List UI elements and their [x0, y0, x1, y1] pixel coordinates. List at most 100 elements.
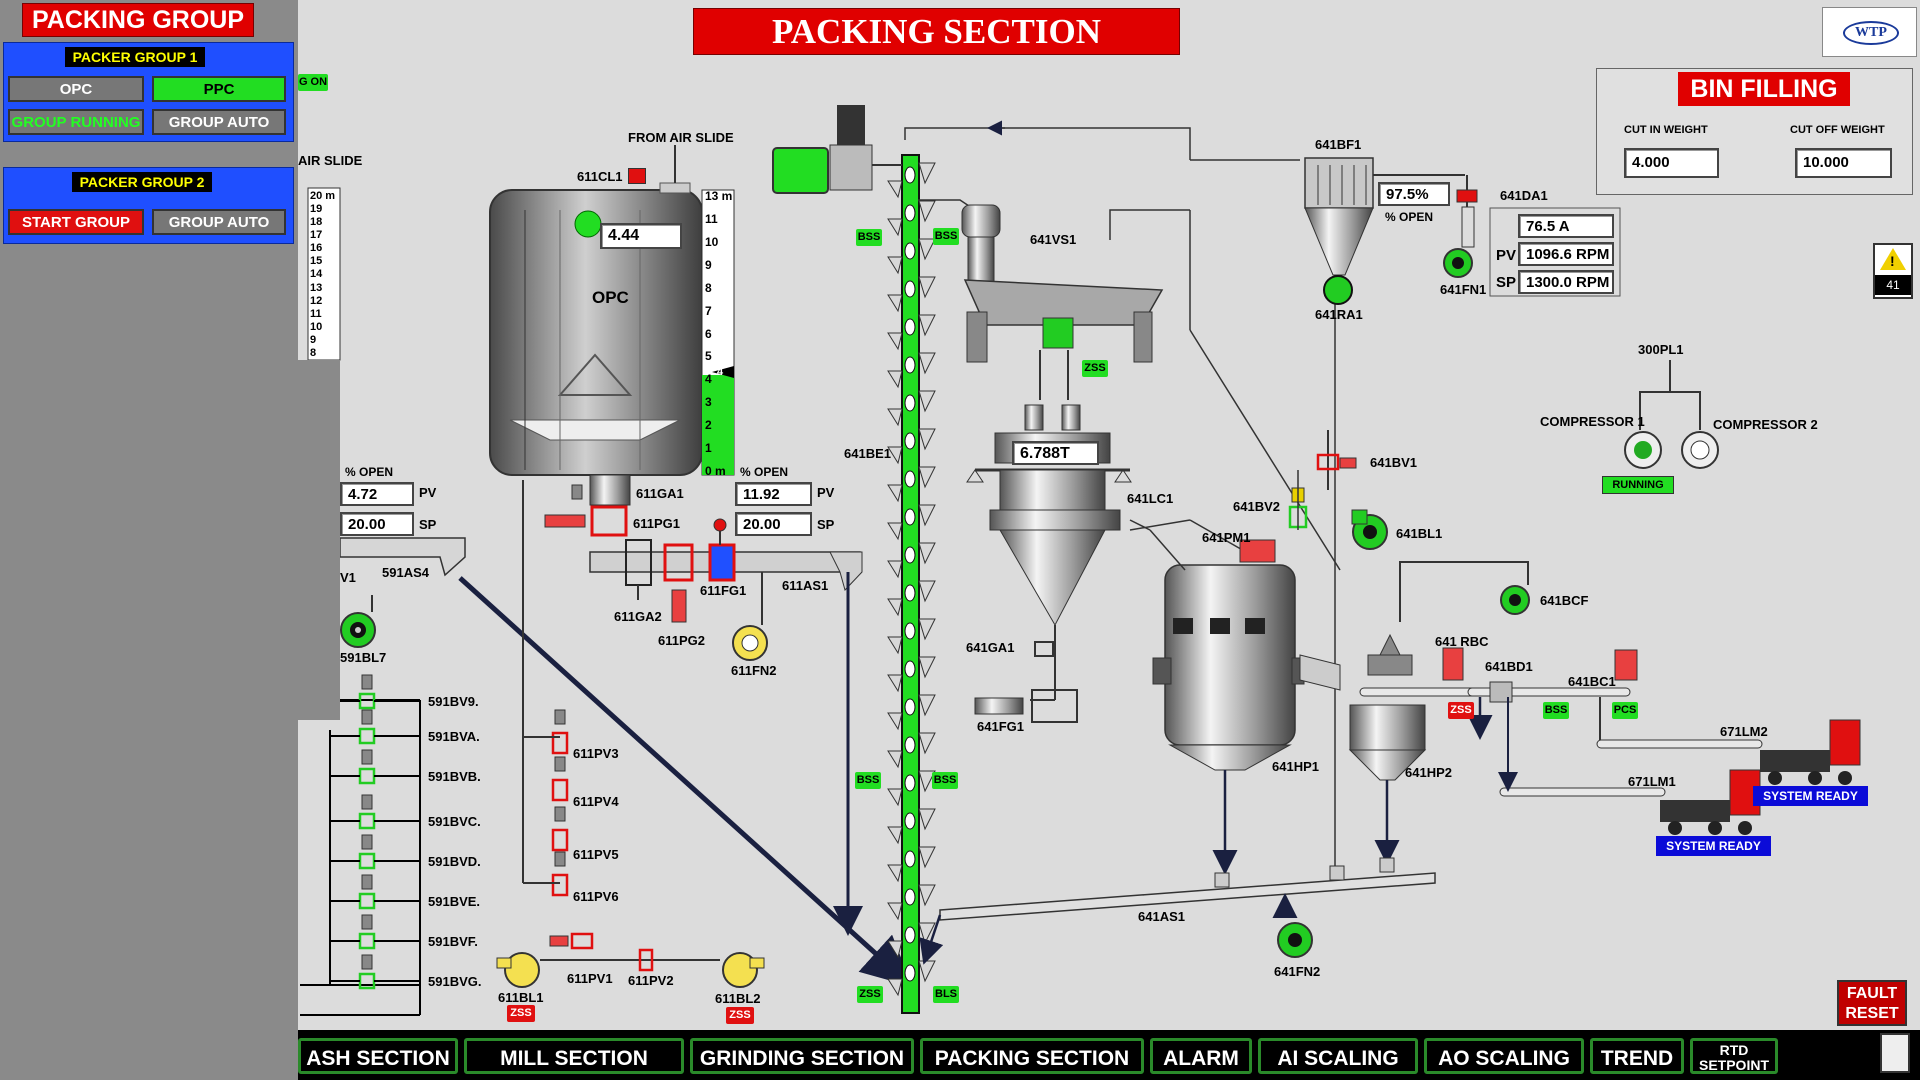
alarm-count: 41	[1875, 275, 1911, 295]
nav-ash-section[interactable]: ASH SECTION	[298, 1038, 458, 1074]
elevator-bucket	[904, 698, 916, 716]
elevator-bucket	[904, 660, 916, 678]
fan-sp-value[interactable]: 1300.0 RPM	[1518, 270, 1614, 294]
mid-pv-label: PV	[817, 485, 835, 500]
silo-level-value: 4.44	[600, 223, 682, 249]
bv-label: 591BVF.	[428, 934, 478, 949]
rbc-label: 641 RBC	[1435, 634, 1489, 649]
nav-alarm[interactable]: ALARM	[1150, 1038, 1252, 1074]
nav-ai-scaling[interactable]: AI SCALING	[1258, 1038, 1418, 1074]
elevator-bucket	[904, 204, 916, 222]
left-scale-tick: 14	[310, 268, 323, 281]
silo-scale-tick: 2	[705, 418, 712, 433]
elevator-bucket	[904, 508, 916, 526]
elevator-bucket	[904, 584, 916, 602]
opc-button[interactable]: OPC	[8, 76, 144, 102]
bl7-label: 591BL7	[340, 650, 387, 665]
left-sp-label: SP	[419, 517, 437, 532]
packer-group-2-title: PACKER GROUP 2	[72, 172, 212, 192]
nav-grinding-section[interactable]: GRINDING SECTION	[690, 1038, 914, 1074]
fault-reset-button[interactable]: FAULT RESET	[1837, 980, 1907, 1026]
bv-valve	[358, 767, 376, 785]
left-scale-tick: 18	[310, 216, 323, 229]
cut-in-weight-field[interactable]: 4.000	[1624, 148, 1719, 178]
pcs-rbc: PCS	[1612, 702, 1638, 719]
group2-auto-button[interactable]: GROUP AUTO	[152, 209, 286, 235]
cl-611-icon	[628, 168, 646, 184]
compressor-running-status: RUNNING	[1602, 476, 1674, 494]
fan-pv-value: 1096.6 RPM	[1518, 242, 1614, 266]
bl2-label: 611BL2	[715, 991, 761, 1006]
silo-scale-tick: 6	[705, 326, 712, 341]
elevator-bucket	[904, 318, 916, 336]
ra1-label: 641RA1	[1315, 307, 1363, 322]
left-pv-label: PV	[419, 485, 437, 500]
ppc-button[interactable]: PPC	[152, 76, 286, 102]
lm2-label: 671LM2	[1720, 724, 1768, 739]
bcf-label: 641BCF	[1540, 593, 1589, 608]
pv2-label: 611PV2	[628, 973, 674, 988]
bv-label: 591BVD.	[428, 854, 481, 869]
fn1-label: 641FN1	[1440, 282, 1487, 297]
left-scale-tick: 8	[310, 346, 317, 359]
exit-door-icon[interactable]	[1880, 1033, 1910, 1073]
elevator-bucket	[904, 470, 916, 488]
left-scale-tick: 13	[310, 281, 323, 294]
as4-label: 591AS4	[382, 565, 429, 580]
silo-scale-tick: 1	[705, 441, 712, 456]
bls-elevator: BLS	[933, 986, 959, 1003]
elevator-bucket	[904, 850, 916, 868]
bss-4: BSS	[932, 772, 958, 789]
elevator-bucket	[904, 736, 916, 754]
bf1-label: 641BF1	[1315, 137, 1362, 152]
silo-name: OPC	[592, 288, 629, 307]
filter-open-pct: 97.5%	[1378, 182, 1450, 206]
nav-mill-section[interactable]: MILL SECTION	[464, 1038, 684, 1074]
left-scale-tick: 16	[310, 242, 323, 255]
bss-2: BSS	[933, 228, 959, 245]
wtp-logo: WTP	[1822, 7, 1917, 57]
pv1-label: 611PV1	[567, 971, 613, 986]
start-group-button[interactable]: START GROUP	[8, 209, 144, 235]
silo-scale-tick: 8	[705, 280, 712, 295]
left-sp-value[interactable]: 20.00	[340, 512, 414, 536]
bv-actuator	[361, 834, 373, 850]
silo-scale-tick: 9	[705, 257, 712, 272]
silo-scale-tick: 13 m	[705, 189, 733, 203]
elevator-bucket	[904, 964, 916, 982]
bd1-label: 641BD1	[1485, 659, 1533, 674]
nav-trend[interactable]: TREND	[1590, 1038, 1684, 1074]
packing-group-title: PACKING GROUP	[22, 3, 254, 37]
logo-text: WTP	[1843, 21, 1899, 45]
silo-scale-tick: 7	[705, 303, 712, 318]
lc1-label: 641LC1	[1127, 491, 1174, 506]
silo-scale-tick: 10	[705, 234, 719, 249]
bv-actuator	[361, 914, 373, 930]
bv-label: 591BV9.	[428, 694, 479, 709]
fan-amps: 76.5 A	[1518, 214, 1614, 238]
bin-filling-title: BIN FILLING	[1678, 72, 1850, 106]
nav-rtd-setpoint[interactable]: RTD SETPOINT	[1690, 1038, 1778, 1074]
as641-label: 641AS1	[1138, 909, 1185, 924]
nav-packing-section[interactable]: PACKING SECTION	[920, 1038, 1144, 1074]
bv-label: 591BVC.	[428, 814, 481, 829]
page-title: PACKING SECTION	[693, 8, 1180, 55]
elevator-bucket	[904, 242, 916, 260]
zss-elevator: ZSS	[857, 986, 883, 1003]
elevator-bucket	[904, 774, 916, 792]
fn2-label: 611FN2	[731, 663, 777, 678]
cut-off-weight-field[interactable]: 10.000	[1795, 148, 1892, 178]
weight-value: 6.788T	[1012, 441, 1099, 465]
mid-sp-label: SP	[817, 517, 835, 532]
bv-valve	[358, 932, 376, 950]
ga2-label: 611GA2	[614, 609, 662, 624]
pg2-label: 611PG2	[658, 633, 705, 648]
alarm-indicator[interactable]: ! 41	[1873, 243, 1913, 299]
pm1-label: 641PM1	[1202, 530, 1251, 545]
ga1-label: 611GA1	[636, 486, 684, 501]
nav-ao-scaling[interactable]: AO SCALING	[1424, 1038, 1584, 1074]
group1-auto-button[interactable]: GROUP AUTO	[152, 109, 286, 135]
hp1-label: 641HP1	[1272, 759, 1319, 774]
mid-sp-value[interactable]: 20.00	[735, 512, 812, 536]
